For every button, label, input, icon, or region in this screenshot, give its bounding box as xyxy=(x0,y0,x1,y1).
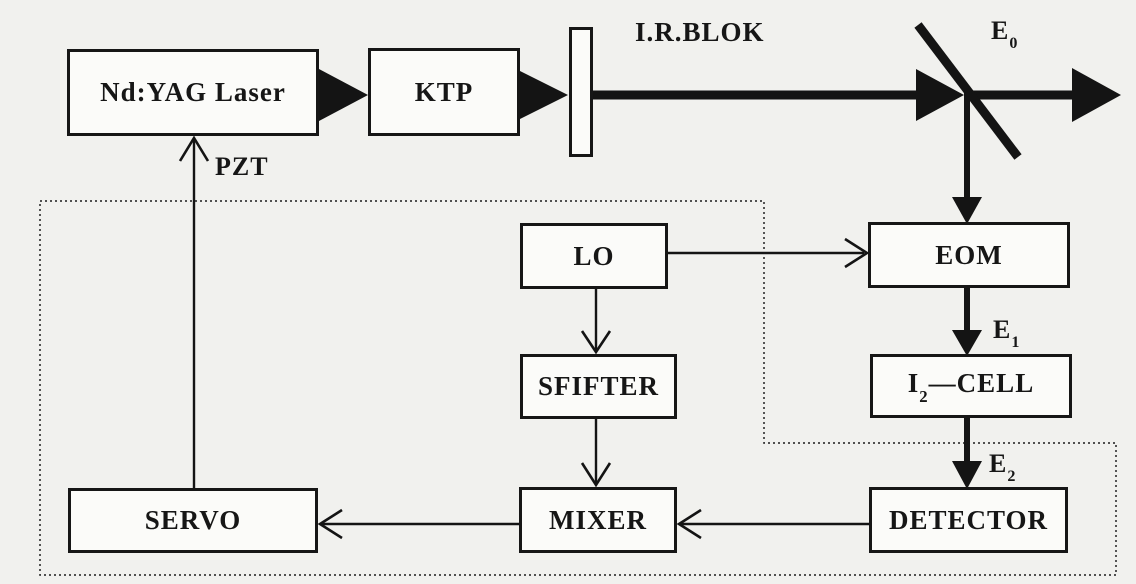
block-servo: SERVO xyxy=(68,488,318,553)
block-ktp: KTP xyxy=(368,48,520,136)
block-ndyag-laser: Nd:YAG Laser xyxy=(67,49,319,136)
block-detector: DETECTOR xyxy=(869,487,1068,553)
cell-to-detector-arrow xyxy=(952,418,982,489)
label-e0: E0 xyxy=(991,16,1019,53)
eom-to-cell-arrow xyxy=(952,288,982,356)
block-eom: EOM xyxy=(868,222,1070,288)
block-lo-label: LO xyxy=(573,240,615,271)
block-mixer: MIXER xyxy=(519,487,677,553)
block-iodine-cell-label: I2—CELL xyxy=(907,368,1035,406)
block-lo: LO xyxy=(520,223,668,289)
ktp-to-filter-beam-arrow xyxy=(520,71,568,119)
block-servo-label: SERVO xyxy=(144,505,242,535)
block-iodine-cell: I2—CELL xyxy=(870,354,1072,418)
block-ir-filter xyxy=(569,27,593,157)
block-ktp-label: KTP xyxy=(414,76,474,107)
label-pzt: PZT xyxy=(215,152,269,181)
block-shifter: SFIFTER xyxy=(520,354,677,419)
block-eom-label: EOM xyxy=(935,239,1003,270)
block-detector-label: DETECTOR xyxy=(888,504,1049,535)
label-ir-blok: I.R.BLOK xyxy=(635,17,765,47)
label-e1: E1 xyxy=(993,315,1021,352)
mixer-to-servo-arrow xyxy=(317,508,519,540)
beamsplitter xyxy=(914,22,1022,160)
main-beam-arrow xyxy=(592,68,1121,122)
laser-to-ktp-beam-arrow xyxy=(319,69,368,121)
beam-to-eom-arrow xyxy=(952,98,982,224)
block-ndyag-laser-label: Nd:YAG Laser xyxy=(100,77,286,107)
shifter-to-mixer-arrow xyxy=(580,419,612,488)
servo-to-laser-pzt-arrow xyxy=(178,135,210,488)
lo-to-shifter-arrow xyxy=(580,289,612,355)
block-mixer-label: MIXER xyxy=(549,504,647,535)
lo-to-eom-arrow xyxy=(668,237,870,269)
label-e2: E2 xyxy=(989,449,1017,486)
feedback-loop-outline xyxy=(39,200,1117,576)
block-shifter-label: SFIFTER xyxy=(537,371,660,401)
detector-to-mixer-arrow xyxy=(676,508,869,540)
